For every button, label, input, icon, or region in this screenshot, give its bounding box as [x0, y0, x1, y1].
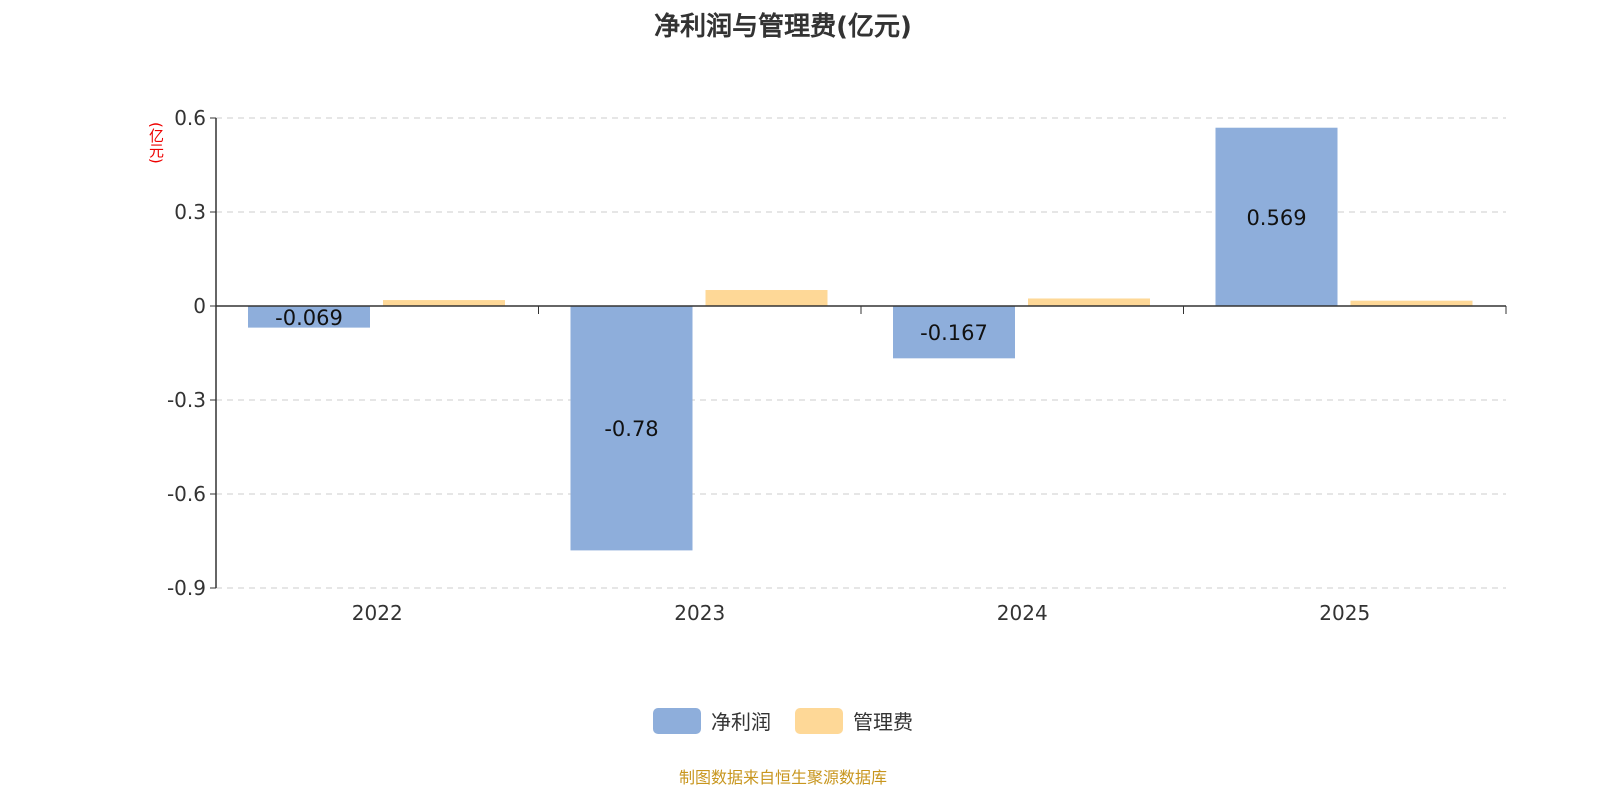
legend-swatch — [653, 707, 701, 734]
bar-net-profit — [1215, 127, 1338, 306]
legend-swatch — [795, 707, 843, 734]
source-note: 制图数据来自恒生聚源数据库 — [678, 768, 887, 787]
x-tick-label: 2024 — [997, 601, 1048, 625]
bar-admin-expense — [1350, 300, 1473, 306]
data-label: 0.569 — [1246, 206, 1306, 230]
legend-item-admin-expense[interactable]: 管理费 — [795, 706, 913, 735]
y-tick-label: 0 — [193, 294, 206, 318]
bar-net-profit — [570, 306, 693, 551]
legend-item-net-profit[interactable]: 净利润 — [653, 706, 771, 735]
legend-label: 净利润 — [711, 710, 771, 734]
bar-admin-expense — [383, 300, 505, 306]
y-tick-label: -0.6 — [167, 482, 206, 506]
y-tick-label: 0.6 — [174, 106, 206, 130]
y-tick-label: 0.3 — [174, 200, 206, 224]
y-tick-label: -0.3 — [167, 388, 206, 412]
chart-title: 净利润与管理费(亿元) — [654, 12, 912, 42]
x-tick-label: 2022 — [352, 601, 403, 625]
data-label: -0.167 — [920, 321, 988, 345]
data-label: -0.78 — [604, 417, 658, 441]
bar-admin-expense — [1028, 298, 1150, 306]
bar-admin-expense — [705, 290, 828, 306]
y-tick-label: -0.9 — [167, 576, 206, 600]
data-label: -0.069 — [275, 306, 343, 330]
x-tick-label: 2023 — [674, 601, 725, 625]
x-tick-label: 2025 — [1319, 601, 1370, 625]
legend: 净利润 管理费 — [0, 706, 1566, 735]
bar-net-profit — [248, 306, 370, 328]
y-axis-unit-label: (亿元) — [147, 122, 165, 164]
legend-label: 管理费 — [853, 710, 913, 734]
bar-net-profit — [893, 306, 1015, 359]
